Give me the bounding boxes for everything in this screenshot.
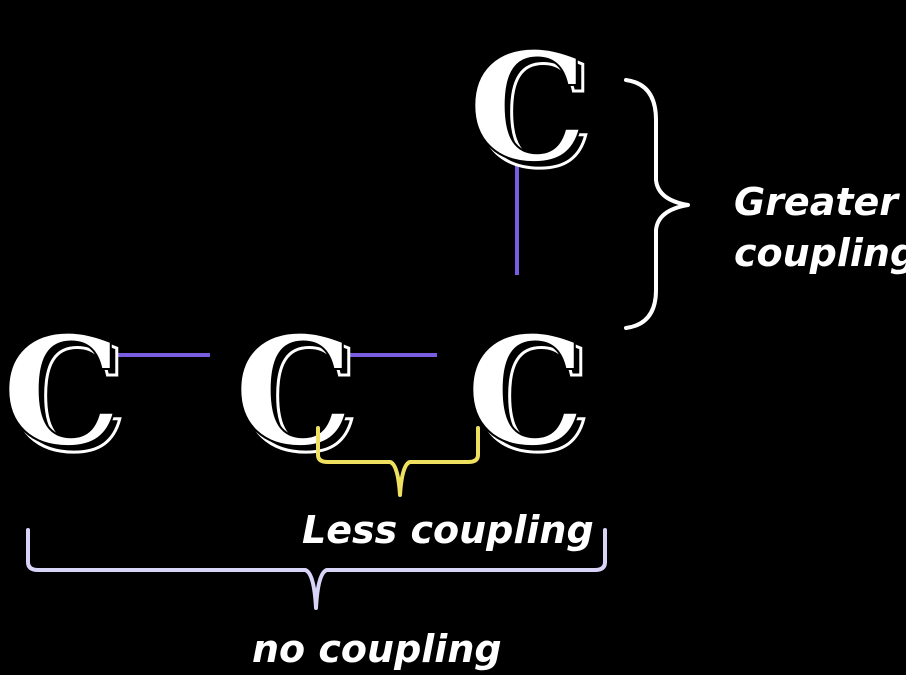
atom-right: C [466,304,585,480]
less-coupling-label: Less coupling [302,508,594,552]
atom-right-shadow: C [472,310,591,486]
no-coupling-brace [26,528,607,610]
atom-middle-shadow: C [240,310,359,486]
less-coupling-brace [316,426,480,497]
atom-middle: C [234,304,353,480]
atom-top: C [468,20,587,196]
greater-coupling-label-line1: Greater [734,180,900,224]
atom-top-shadow: C [474,26,593,202]
no-coupling-label: no coupling [252,627,502,671]
atom-left: C [2,304,121,480]
greater-coupling-brace [624,78,690,330]
greater-coupling-label-line2: coupling [734,231,906,275]
atom-left-shadow: C [8,310,127,486]
